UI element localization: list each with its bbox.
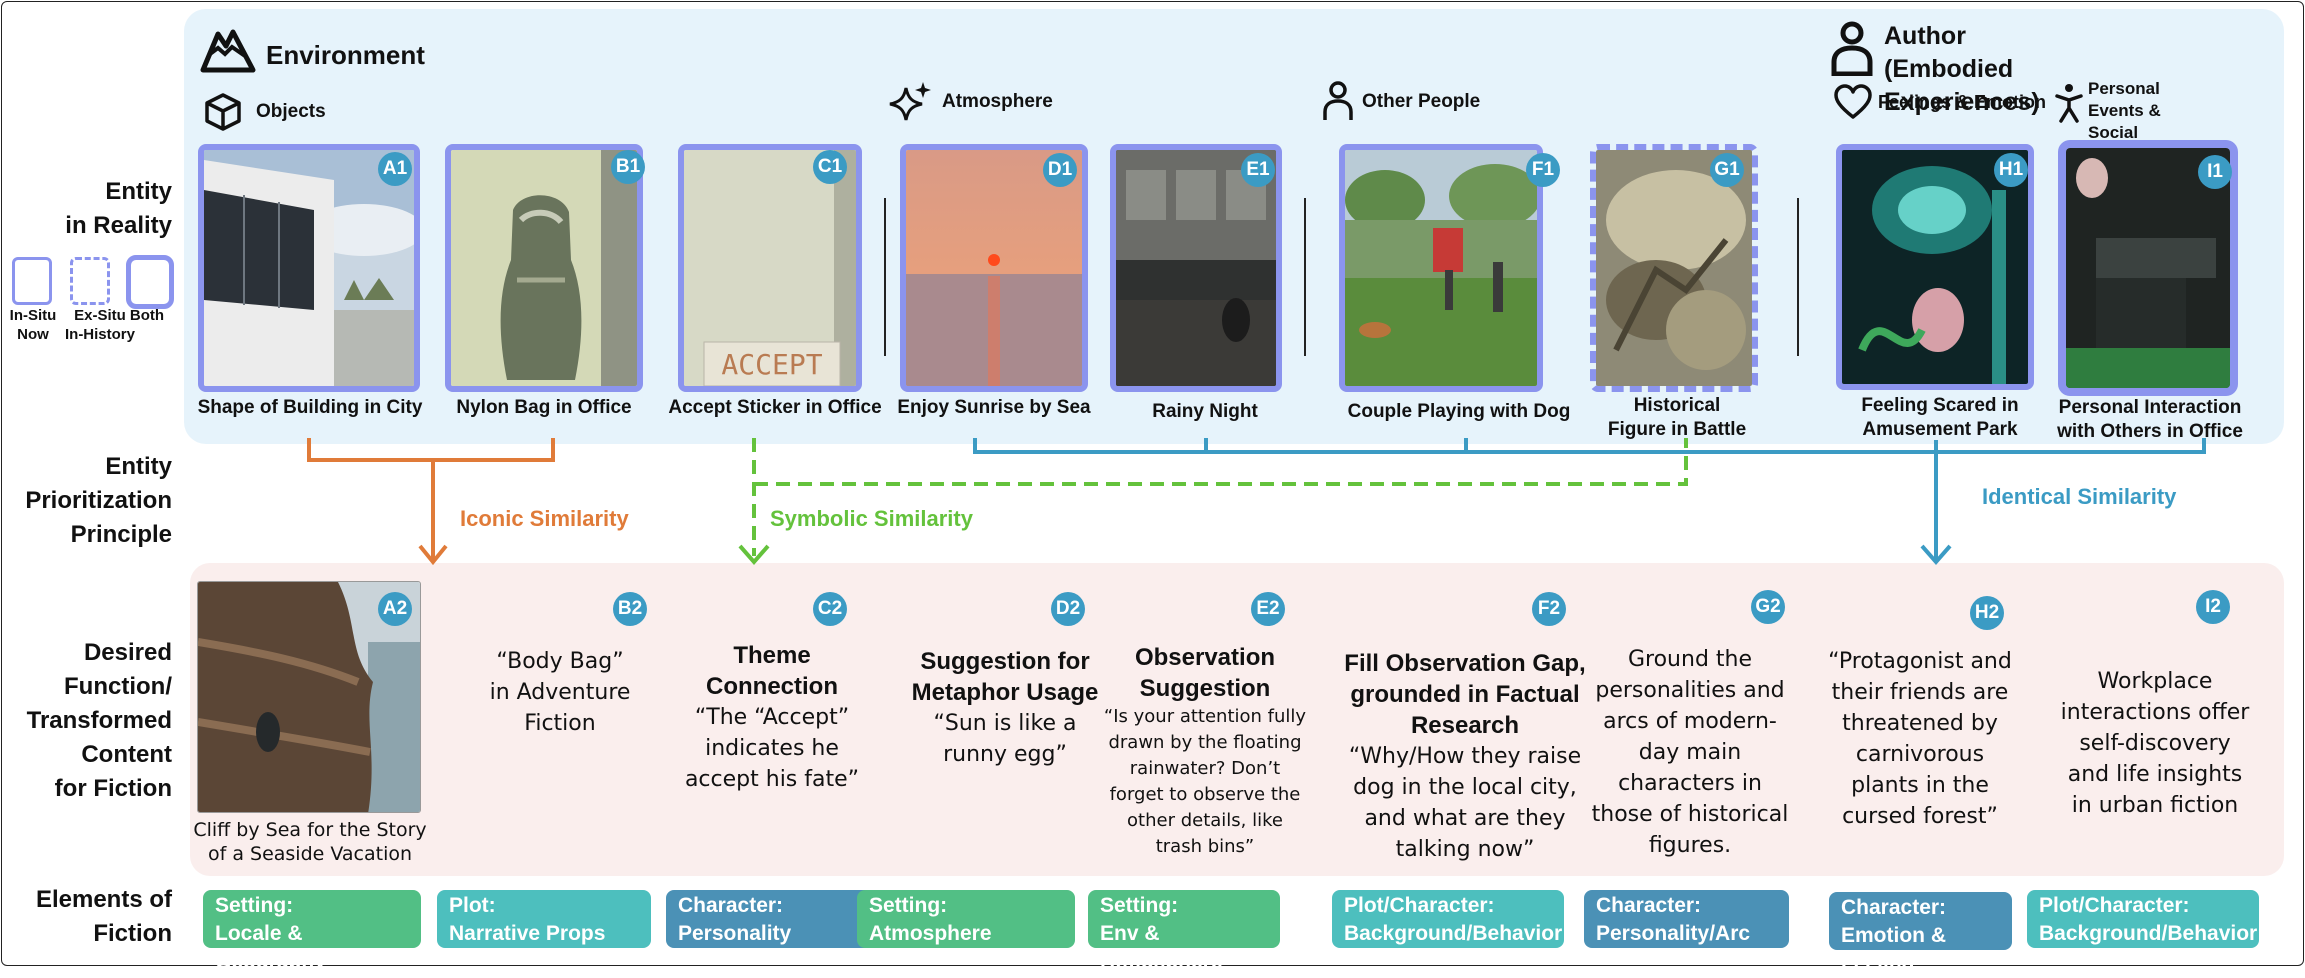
mountain-icon bbox=[200, 29, 256, 73]
content-F2-text: “Why/How they raise dog in the local cit… bbox=[1348, 744, 1582, 862]
row-label-principle: Entity Prioritization Principle bbox=[25, 453, 172, 548]
badge-B2: B2 bbox=[613, 592, 647, 626]
content-D2-title: Suggestion for Metaphor Usage bbox=[911, 648, 1099, 706]
badge-I2: I2 bbox=[2196, 590, 2230, 624]
photo-office-interaction bbox=[2058, 140, 2238, 396]
element-tag: Setting: Atmosphere bbox=[857, 890, 1075, 948]
badge-H1: H1 bbox=[1994, 153, 2028, 187]
row-label-reality: Entity in Reality bbox=[65, 178, 172, 239]
photo-historical-battle bbox=[1590, 144, 1758, 392]
badge-F1: F1 bbox=[1526, 153, 1560, 187]
separator bbox=[1304, 198, 1306, 356]
element-tag: Plot/Character: Background/Behavior bbox=[1332, 890, 1564, 948]
separator bbox=[1797, 198, 1799, 356]
row-label-function: Desired Function/ Transformed Content fo… bbox=[26, 639, 172, 802]
badge-A1: A1 bbox=[378, 152, 412, 186]
caption-A1: Shape of Building in City bbox=[197, 397, 423, 418]
photo-accept-sticker: ACCEPT bbox=[678, 144, 862, 392]
content-D2-text: “Sun is like a runny egg” bbox=[933, 711, 1077, 767]
legend-both-label: Both bbox=[129, 307, 165, 324]
element-tag: Character: Personality/Arc bbox=[1584, 890, 1789, 948]
badge-G1: G1 bbox=[1710, 153, 1744, 187]
caption-A2: Cliff by Sea for the Story of a Seaside … bbox=[193, 819, 427, 865]
content-C2-text: “The “Accept” indicates he accept his fa… bbox=[684, 705, 860, 792]
caption-I1: Personal Interaction with Others in Offi… bbox=[2057, 397, 2243, 442]
symbolic-arrowhead bbox=[738, 544, 770, 566]
author-icon bbox=[1831, 21, 1873, 76]
badge-A2: A2 bbox=[378, 592, 412, 626]
element-tag: Character: Personality bbox=[666, 890, 876, 948]
photo-building bbox=[198, 144, 420, 392]
caption-D1: Enjoy Sunrise by Sea bbox=[897, 397, 1091, 418]
content-F2-title: Fill Observation Gap, grounded in Factua… bbox=[1344, 650, 1586, 739]
legend-both-swatch bbox=[126, 255, 174, 309]
heart-icon bbox=[1834, 84, 1872, 119]
content-G2: Ground the personalities and arcs of mod… bbox=[1591, 647, 1789, 858]
content-E2-text: “Is your attention fully drawn by the fl… bbox=[1103, 706, 1307, 857]
content-C2-title: Theme Connection bbox=[706, 642, 838, 700]
photo-rainy-night bbox=[1110, 144, 1282, 392]
iconic-similarity-label: Iconic Similarity bbox=[460, 506, 629, 531]
content-B2: “Body Bag” in Adventure Fiction bbox=[489, 649, 631, 736]
badge-D2: D2 bbox=[1051, 592, 1085, 626]
badge-E2: E2 bbox=[1251, 592, 1285, 626]
content-I2: Workplace interactions offer self-discov… bbox=[2060, 669, 2250, 818]
sticker-text: ACCEPT bbox=[721, 348, 822, 381]
badge-H2: H2 bbox=[1970, 596, 2004, 630]
caption-H1: Feeling Scared in Amusement Park bbox=[1861, 395, 2019, 440]
fiction-panel bbox=[190, 563, 2284, 876]
element-tag: Plot/Character: Background/Behavior bbox=[2027, 890, 2259, 948]
photo-sunrise bbox=[900, 144, 1088, 392]
feelings-label: Feelings & Emotion bbox=[1878, 92, 2047, 112]
sparkles-icon bbox=[889, 82, 931, 121]
content-F2: Fill Observation Gap, grounded in Factua… bbox=[1340, 648, 1590, 865]
legend-insitu-label: In-Situ Now bbox=[9, 307, 57, 343]
caption-B1: Nylon Bag in Office bbox=[456, 397, 632, 418]
author-label: Author (Embodied Experiences) bbox=[1884, 22, 2040, 116]
atmosphere-label: Atmosphere bbox=[942, 91, 1053, 112]
legend-insitu-swatch bbox=[12, 257, 52, 305]
badge-C1: C1 bbox=[813, 150, 847, 184]
element-tag: Character: Emotion & Feeling bbox=[1829, 892, 2012, 975]
content-E2: Observation Suggestion “Is your attentio… bbox=[1100, 642, 1310, 860]
content-C2: Theme Connection “The “Accept” indicates… bbox=[660, 640, 884, 795]
element-tag: Plot: Narrative Props bbox=[437, 890, 651, 948]
badge-B1: B1 bbox=[611, 150, 645, 184]
legend-exsitu-label: Ex-Situ In-History bbox=[64, 307, 135, 343]
person-icon bbox=[1323, 81, 1353, 120]
person-activity-icon bbox=[2055, 84, 2083, 123]
element-tag: Setting: Locale & Geography bbox=[203, 890, 421, 973]
cube-icon bbox=[205, 93, 241, 131]
legend-exsitu-swatch bbox=[70, 257, 110, 305]
content-H2: “Protagonist and their friends are threa… bbox=[1828, 649, 2012, 829]
objects-label: Objects bbox=[256, 101, 326, 122]
separator bbox=[884, 198, 886, 356]
badge-D1: D1 bbox=[1043, 153, 1077, 187]
iconic-connector bbox=[307, 438, 555, 566]
other-people-label: Other People bbox=[1362, 91, 1481, 112]
row-label-elements: Elements of Fiction bbox=[35, 886, 172, 947]
identical-connector bbox=[973, 438, 2206, 566]
element-tag: Setting: Env & Atmosphere bbox=[1088, 890, 1280, 973]
symbolic-similarity-label: Symbolic Similarity bbox=[770, 506, 973, 531]
photo-amusement-park bbox=[1836, 144, 2034, 390]
badge-C2: C2 bbox=[813, 592, 847, 626]
photo-couple-dog bbox=[1339, 144, 1543, 392]
environment-label: Environment bbox=[266, 40, 425, 70]
badge-E1: E1 bbox=[1241, 153, 1275, 187]
badge-F2: F2 bbox=[1532, 592, 1566, 626]
badge-I1: I1 bbox=[2198, 155, 2232, 189]
caption-E1: Rainy Night bbox=[1152, 401, 1258, 422]
caption-G1: Historical Figure in Battle bbox=[1607, 395, 1747, 440]
content-E2-title: Observation Suggestion bbox=[1134, 644, 1276, 702]
badge-G2: G2 bbox=[1751, 590, 1785, 624]
caption-C1: Accept Sticker in Office bbox=[668, 397, 882, 418]
identical-similarity-label: Identical Similarity bbox=[1982, 484, 2177, 509]
photo-nylon-bag bbox=[445, 144, 643, 392]
symbolic-connector bbox=[752, 438, 1688, 556]
content-D2: Suggestion for Metaphor Usage “Sun is li… bbox=[895, 646, 1115, 770]
caption-F1: Couple Playing with Dog bbox=[1347, 401, 1571, 422]
